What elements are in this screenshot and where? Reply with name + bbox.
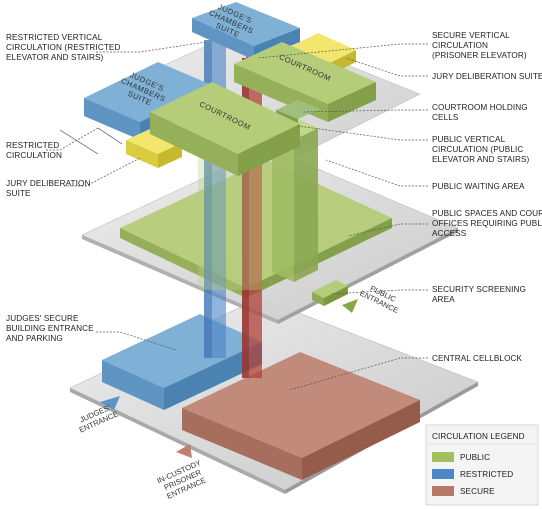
svg-text:SECURITY SCREENING: SECURITY SCREENING (432, 285, 526, 294)
svg-text:CIRCULATION (RESTRICTED: CIRCULATION (RESTRICTED (6, 43, 121, 52)
legend-title: CIRCULATION LEGEND (432, 432, 525, 441)
label-jury-suite-right: JURY DELIBERATION SUITE (432, 72, 542, 81)
legend-item-restricted: RESTRICTED (432, 469, 513, 479)
svg-text:OFFICES REQUIRING PUBLIC: OFFICES REQUIRING PUBLIC (432, 219, 542, 228)
legend-swatch-public (432, 452, 454, 462)
public-connector-column (198, 150, 262, 290)
label-jury-suite-left: JURY DELIBERATION SUITE (6, 179, 91, 198)
legend-swatch-secure (432, 486, 454, 496)
svg-text:SECURE: SECURE (460, 487, 495, 496)
svg-text:JURY DELIBERATION: JURY DELIBERATION (6, 179, 91, 188)
label-public-vertical: PUBLIC VERTICAL CIRCULATION (PUBLIC ELEV… (432, 135, 530, 164)
svg-text:CENTRAL CELLBLOCK: CENTRAL CELLBLOCK (432, 354, 523, 363)
svg-text:PUBLIC SPACES AND COURT: PUBLIC SPACES AND COURT (432, 209, 542, 218)
svg-text:RESTRICTED VERTICAL: RESTRICTED VERTICAL (6, 33, 103, 42)
svg-text:JUDGES' SECURE: JUDGES' SECURE (6, 314, 79, 323)
public-entrance-marker: PUBLIC ENTRANCE (342, 284, 400, 315)
svg-text:CELLS: CELLS (432, 113, 459, 122)
security-screening-block (312, 280, 348, 306)
svg-text:BUILDING ENTRANCE: BUILDING ENTRANCE (6, 324, 94, 333)
svg-text:AND PARKING: AND PARKING (6, 334, 63, 343)
label-security-screening: SECURITY SCREENING AREA (432, 285, 526, 304)
label-holding-cells: COURTROOM HOLDING CELLS (432, 103, 528, 122)
svg-text:JURY DELIBERATION SUITE: JURY DELIBERATION SUITE (432, 72, 542, 81)
label-judges-secure-entrance: JUDGES' SECURE BUILDING ENTRANCE AND PAR… (6, 314, 94, 343)
central-cellblock-block (182, 352, 420, 480)
svg-text:SUITE: SUITE (6, 189, 31, 198)
label-restricted-circulation: RESTRICTED CIRCULATION (6, 141, 62, 160)
courtroom-main-block (150, 82, 300, 176)
circulation-legend: CIRCULATION LEGEND PUBLIC RESTRICTED SEC… (425, 424, 539, 506)
svg-text:PUBLIC WAITING AREA: PUBLIC WAITING AREA (432, 182, 525, 191)
label-secure-vertical: SECURE VERTICAL CIRCULATION (PRISONER EL… (432, 31, 527, 60)
legend-swatch-restricted (432, 469, 454, 479)
svg-text:(PRISONER ELEVATOR): (PRISONER ELEVATOR) (432, 51, 527, 60)
jury-suite-left-block (126, 129, 182, 168)
label-central-cellblock: CENTRAL CELLBLOCK (432, 354, 523, 363)
label-public-waiting: PUBLIC WAITING AREA (432, 182, 525, 191)
label-public-spaces: PUBLIC SPACES AND COURT OFFICES REQUIRIN… (432, 209, 542, 238)
svg-text:RESTRICTED: RESTRICTED (6, 141, 59, 150)
svg-text:SECURE VERTICAL: SECURE VERTICAL (432, 31, 510, 40)
svg-text:CIRCULATION: CIRCULATION (6, 151, 62, 160)
svg-text:PUBLIC VERTICAL: PUBLIC VERTICAL (432, 135, 506, 144)
svg-text:CIRCULATION: CIRCULATION (432, 41, 488, 50)
label-restricted-vertical: RESTRICTED VERTICAL CIRCULATION (RESTRIC… (6, 33, 121, 62)
svg-text:COURTROOM HOLDING: COURTROOM HOLDING (432, 103, 528, 112)
svg-text:RESTRICTED: RESTRICTED (460, 470, 513, 479)
svg-text:CIRCULATION (PUBLIC: CIRCULATION (PUBLIC (432, 145, 523, 154)
svg-text:PUBLIC: PUBLIC (460, 453, 490, 462)
svg-text:ELEVATOR AND STAIRS): ELEVATOR AND STAIRS) (432, 155, 530, 164)
svg-text:AREA: AREA (432, 295, 455, 304)
svg-text:ELEVATOR AND STAIRS): ELEVATOR AND STAIRS) (6, 53, 104, 62)
legend-item-secure: SECURE (432, 486, 495, 496)
svg-text:ACCESS: ACCESS (432, 229, 467, 238)
leader-lines (46, 41, 428, 391)
legend-item-public: PUBLIC (432, 452, 490, 462)
